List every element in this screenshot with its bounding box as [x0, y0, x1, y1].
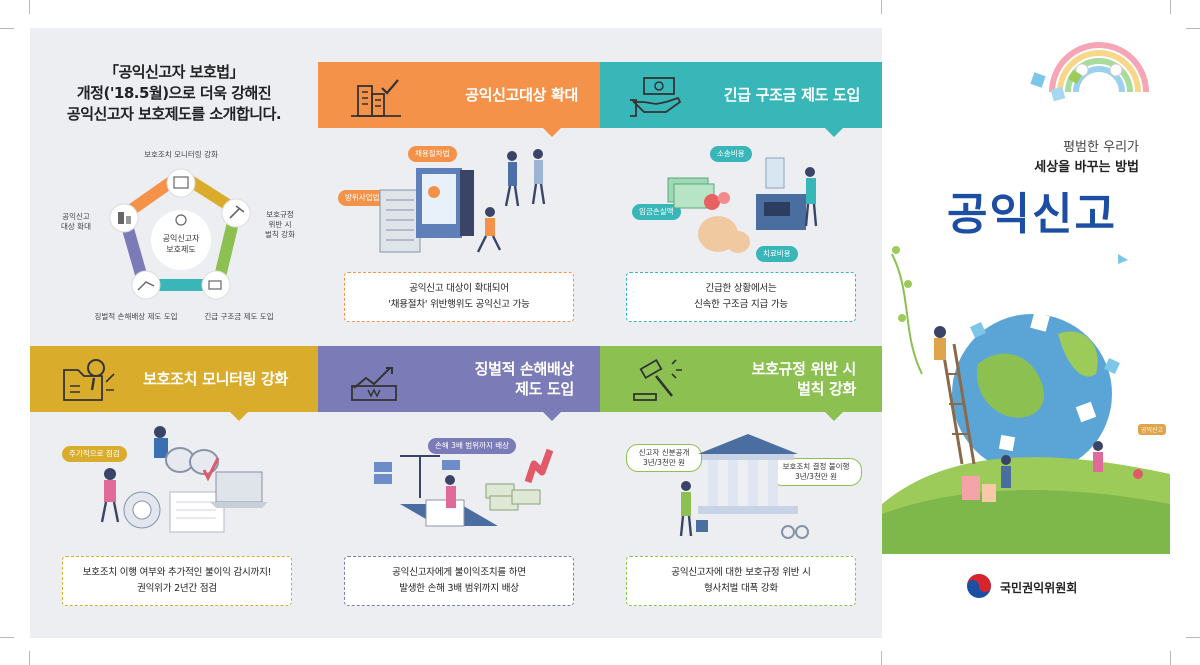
cover-subtitle-2: 세상을 바꾸는 방법: [1034, 160, 1139, 175]
intro-line-2: 개정('18.5월)으로 더욱 강해진: [76, 84, 272, 102]
crop-mark: [0, 637, 14, 638]
desc-line-1: 공익신고자에 대한 보호규정 위반 시: [671, 567, 811, 578]
crop-mark: [1170, 0, 1171, 14]
tag-litigation-cost: 소송비용: [710, 146, 752, 162]
desc-line-1: 긴급한 상황에서는: [705, 283, 777, 294]
desc-line-2: '채용절차' 위반행위도 공익신고 가능: [388, 299, 530, 310]
desc-line-2: 발생한 손해 3배 범위까지 배상: [399, 583, 519, 594]
section-desc-report-scope: 공익신고 대상이 확대되어 '채용절차' 위반행위도 공익신고 가능: [344, 272, 574, 322]
desc-line-1: 보호조치 이행 여부와 추가적인 불이익 감시까지!: [82, 567, 272, 578]
desc-line-2: 형사처벌 대폭 강화: [704, 583, 778, 594]
section-desc-monitoring: 보호조치 이행 여부와 추가적인 불이익 감시까지! 권익위가 2년간 점검: [62, 556, 292, 606]
section-desc-punitive-damages: 공익신고자에게 불이익조치를 하면 발생한 손해 3배 범위까지 배상: [344, 556, 574, 606]
header-pointer: [543, 412, 561, 421]
tag-wage-loss: 임금손실액: [632, 204, 681, 220]
section-title-monitoring: 보호조치 모니터링 강화: [143, 370, 288, 388]
crop-mark: [881, 0, 882, 14]
desc-line-1: 공익신고자에게 불이익조치를 하면: [392, 567, 526, 578]
diagram-center-line-1: 공익신고자: [162, 234, 200, 243]
section-desc-emergency-aid: 긴급한 상황에서는 신속한 구조금 지급 가능: [626, 272, 856, 322]
rainbow-illustration: [1049, 42, 1149, 93]
section-title-line-2: 제도 도입: [515, 380, 574, 398]
cover-title: 공익신고: [947, 189, 1117, 240]
diagram-label-right: 보호규정 위반 시 벌칙 강화: [260, 210, 300, 240]
magnifier-document-icon: [63, 359, 115, 401]
diagram-label-left: 공익신고 대상 확대: [56, 212, 96, 232]
diagram-label-right-3: 벌칙 강화: [265, 230, 295, 239]
tag-triple-damages: 손해 3배 범위까지 배상: [428, 438, 517, 454]
diagram-label-bottom-left: 징벌적 손해배상 제도 도입: [94, 312, 178, 321]
section-title-punitive-damages: 징벌적 손해배상 제도 도입: [474, 359, 575, 399]
cover-sign-label: 공익신고: [1138, 424, 1167, 435]
inner-panel: [30, 28, 882, 638]
header-pointer: [230, 412, 248, 421]
diagram-center-line-2: 보호제도: [166, 245, 196, 254]
section-title-penalty: 보호규정 위반 시 벌칙 강화: [751, 359, 857, 399]
section-header-monitoring: 보호조치 모니터링 강화: [30, 346, 318, 421]
tag-line-2: 3년/3천만 원: [794, 472, 838, 481]
cover-panel: 평범한 우리가 세상을 바꾸는 방법 공익신고: [882, 28, 1170, 638]
section-desc-penalty: 공익신고자에 대한 보호규정 위반 시 형사처벌 대폭 강화: [626, 556, 856, 606]
tag-periodic-check: 주기적으로 점검: [62, 446, 127, 462]
section-header-emergency-aid: 긴급 구조금 제도 도입: [600, 62, 882, 137]
crop-mark: [0, 28, 14, 29]
diagram-label-left-1: 공익신고: [62, 212, 90, 221]
header-pointer: [543, 128, 561, 137]
scope-illustration: [379, 149, 546, 253]
tag-defense-industry: 방위사업법: [338, 190, 387, 206]
organization-name: 국민권익위원회: [1000, 581, 1078, 595]
globe-landscape-illustration: [882, 246, 1170, 554]
diagram-label-right-2: 위반 시: [268, 220, 292, 229]
diagram-label-right-1: 보호규정: [266, 210, 294, 219]
emergency-aid-illustration: [667, 157, 818, 253]
section-title-emergency-aid: 긴급 구조금 제도 도입: [723, 86, 861, 104]
puzzle-pieces-decoration: [1030, 70, 1082, 102]
desc-line-2: 권익위가 2년간 점검: [137, 583, 217, 594]
protection-system-diagram: 공익신고자 보호제도 보호조치 모니터링 강화 보호규정 위반 시 벌칙 강화 …: [56, 140, 306, 340]
tag-line-2: 3년/3천만 원: [642, 458, 686, 467]
intro-line-3: 공익신고자 보호제도를 소개합니다.: [66, 105, 282, 123]
crop-mark: [881, 651, 882, 665]
intro-heading: 「공익신고자 보호법」 개정('18.5월)으로 더욱 강해진 공익신고자 보호…: [30, 62, 318, 125]
section-header-report-scope: 공익신고대상 확대: [318, 62, 600, 137]
cover-subtitle-1: 평범한 우리가: [1063, 140, 1139, 155]
punitive-damages-illustration: [374, 448, 554, 527]
section-header-penalty: 보호규정 위반 시 벌칙 강화: [600, 346, 882, 421]
desc-line-2: 신속한 구조금 지급 가능: [694, 299, 788, 310]
section-header-punitive-damages: 징벌적 손해배상 제도 도입: [318, 346, 600, 421]
penalty-illustration: [679, 434, 809, 539]
tag-line-1: 보호조치 결정 불이행: [782, 462, 850, 471]
header-pointer: [825, 128, 843, 137]
tag-medical-cost: 치료비용: [756, 246, 798, 262]
section-title-line-2: 벌칙 강화: [797, 380, 856, 398]
chart-money-icon: [351, 367, 397, 401]
tag-hiring-procedure: 채용절차법: [408, 146, 457, 162]
crop-mark: [1186, 28, 1200, 29]
hand-money-icon: [630, 77, 682, 117]
gavel-icon: [633, 358, 682, 401]
tag-line-1: 신고자 신분공개: [638, 448, 690, 457]
diagram-label-bottom-right: 긴급 구조금 제도 도입: [204, 312, 274, 321]
section-title-report-scope: 공익신고대상 확대: [465, 86, 578, 104]
government-emblem-icon: [967, 574, 991, 598]
crop-mark: [29, 0, 30, 14]
crop-mark: [1186, 637, 1200, 638]
pentagon-graphic: [109, 168, 251, 300]
crop-mark: [29, 651, 30, 665]
desc-line-1: 공익신고 대상이 확대되어: [409, 283, 509, 294]
diagram-center: 공익신고자 보호제도: [146, 233, 216, 255]
section-title-line-1: 징벌적 손해배상: [474, 360, 575, 378]
tag-identity-disclosure: 신고자 신분공개 3년/3천만 원: [626, 444, 702, 472]
triple-mark: x3: [431, 507, 442, 516]
tag-protection-noncompliance: 보호조치 결정 불이행 3년/3천만 원: [770, 458, 862, 486]
monitoring-illustration: [100, 426, 268, 533]
diagram-label-top: 보호조치 모니터링 강화: [144, 150, 218, 159]
crop-mark: [1170, 651, 1171, 665]
building-check-icon: [351, 79, 401, 117]
intro-line-1: 「공익신고자 보호법」: [103, 63, 245, 81]
section-title-line-1: 보호규정 위반 시: [751, 360, 857, 378]
diagram-label-left-2: 대상 확대: [61, 222, 91, 231]
header-pointer: [825, 412, 843, 421]
